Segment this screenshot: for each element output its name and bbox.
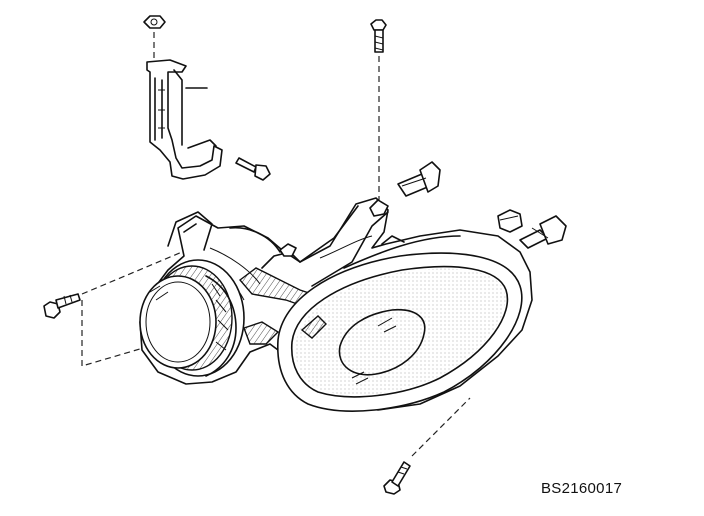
bulb-a: [397, 161, 441, 197]
top-bolt: [370, 19, 387, 200]
bracket-nut: [143, 15, 166, 58]
left-bolt: [43, 251, 183, 367]
mounting-bracket: [146, 59, 223, 180]
main-lens: [277, 252, 523, 412]
bulb-c: [519, 215, 567, 249]
projector-lens: [139, 259, 245, 377]
figure-reference-code: BS2160017: [541, 480, 623, 497]
bulb-b: [497, 209, 523, 233]
bottom-bolt: [383, 397, 471, 495]
bracket-bolt: [235, 157, 271, 181]
